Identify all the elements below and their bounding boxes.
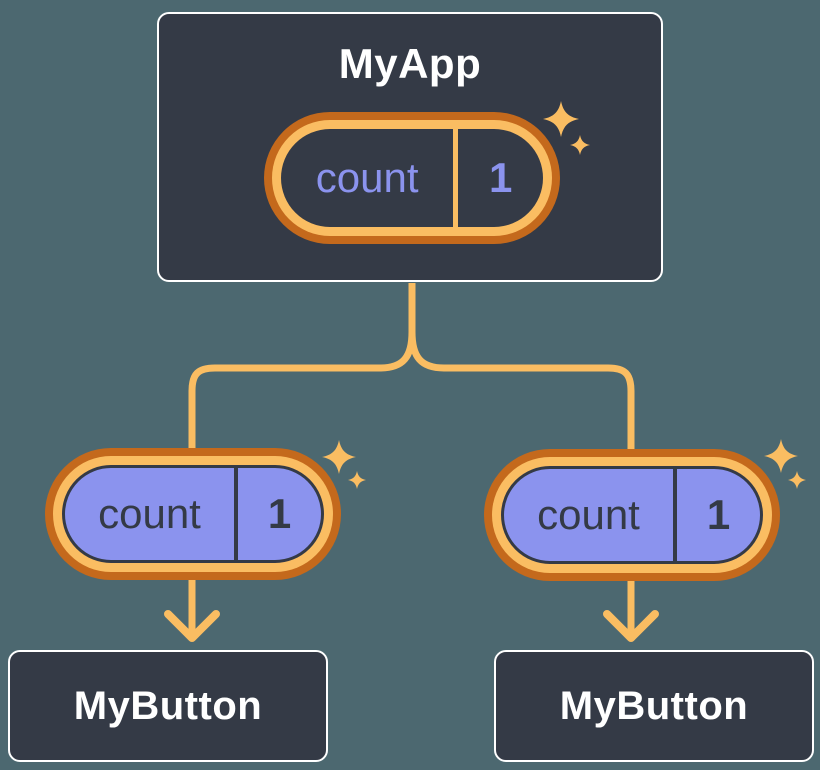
state-pill-right: count 1	[484, 449, 780, 581]
sparkle-icon	[322, 440, 356, 474]
state-pill-root: count 1	[264, 112, 560, 244]
state-value: 1	[267, 490, 292, 537]
sparkle-icon	[788, 471, 806, 489]
state-pill-ring: count 1	[272, 120, 552, 236]
state-name: count	[537, 491, 640, 538]
arrowhead-right	[603, 610, 659, 642]
pill-divider	[453, 129, 459, 227]
state-name: count	[98, 490, 201, 537]
state-value: 1	[488, 154, 513, 201]
state-pill-ring: count 1	[492, 457, 772, 573]
state-pill-ring: count 1	[53, 456, 333, 572]
sparkle-icon	[348, 471, 366, 489]
pill-divider	[672, 469, 677, 561]
node-mybutton-left-title: MyButton	[73, 683, 263, 728]
state-value: 1	[706, 491, 731, 538]
node-mybutton-right: MyButton	[494, 650, 814, 762]
node-mybutton-left: MyButton	[8, 650, 328, 762]
node-myapp-title: MyApp	[338, 40, 482, 87]
state-pill-left: count 1	[45, 448, 341, 580]
state-name: count	[315, 154, 419, 201]
sparkle-icon	[764, 439, 798, 473]
node-mybutton-right-title: MyButton	[559, 683, 749, 728]
arrowhead-left	[164, 610, 220, 642]
